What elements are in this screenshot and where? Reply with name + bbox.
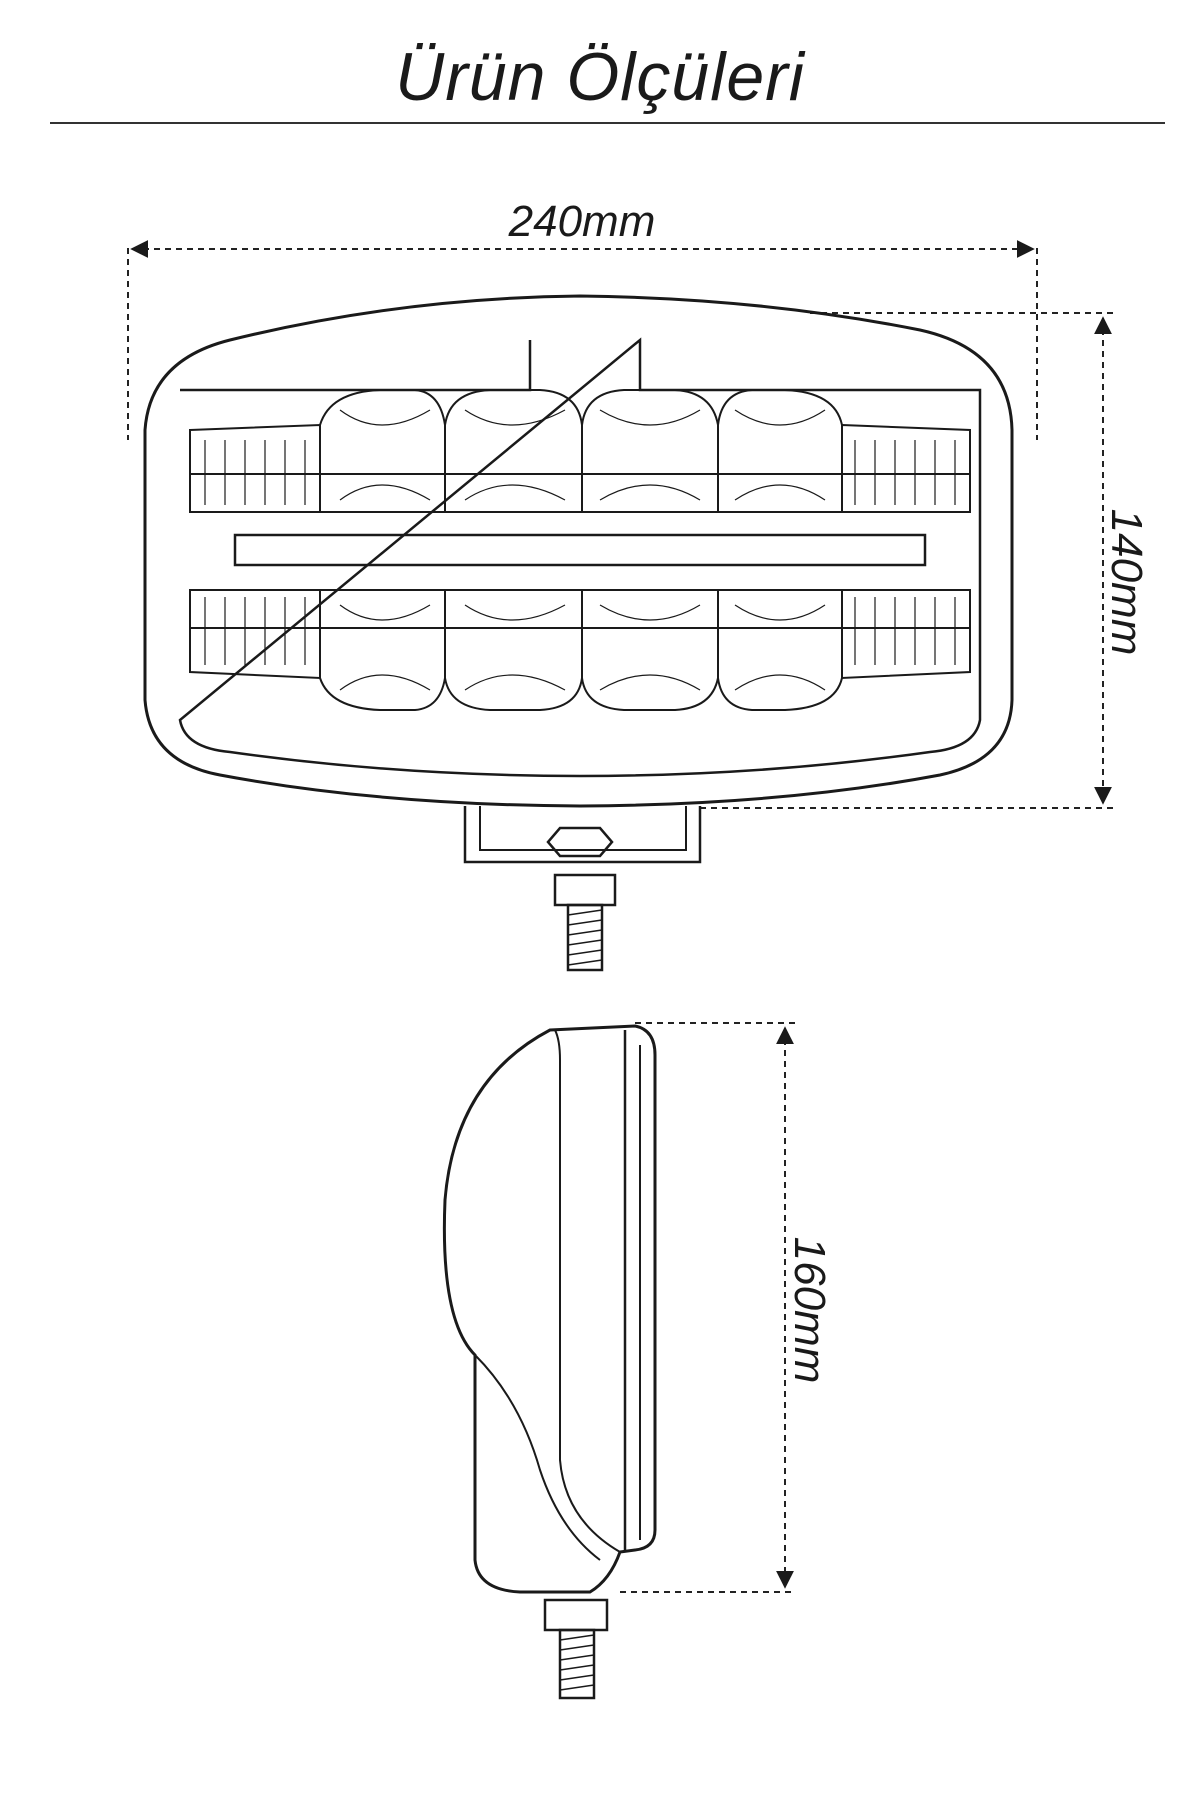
width-dimension: 240mm — [127, 197, 1038, 440]
bracket-nut — [546, 826, 614, 858]
bolt-nut — [553, 873, 617, 907]
upper-led-bank — [189, 389, 971, 513]
depth-dimension: 160mm — [620, 1022, 834, 1593]
title-divider — [50, 122, 1165, 124]
housing-outline — [143, 294, 1014, 808]
height-dimension: 140mm — [700, 312, 1151, 809]
side-bolt-nut — [543, 1598, 609, 1632]
lamp-side-view — [442, 1024, 657, 1700]
bezel-outline — [178, 337, 982, 778]
height-label: 140mm — [1102, 509, 1151, 656]
drl-light-bar — [233, 533, 927, 567]
page-title: Ürün Ölçüleri — [395, 39, 805, 115]
lower-led-bank — [189, 589, 971, 711]
bolt-thread — [566, 903, 604, 972]
side-bolt-thread — [558, 1628, 596, 1700]
width-label: 240mm — [508, 197, 656, 246]
depth-label: 160mm — [785, 1237, 834, 1384]
lamp-front-view — [143, 294, 1014, 972]
side-housing-outline — [442, 1024, 657, 1594]
mounting-bracket — [463, 806, 702, 864]
